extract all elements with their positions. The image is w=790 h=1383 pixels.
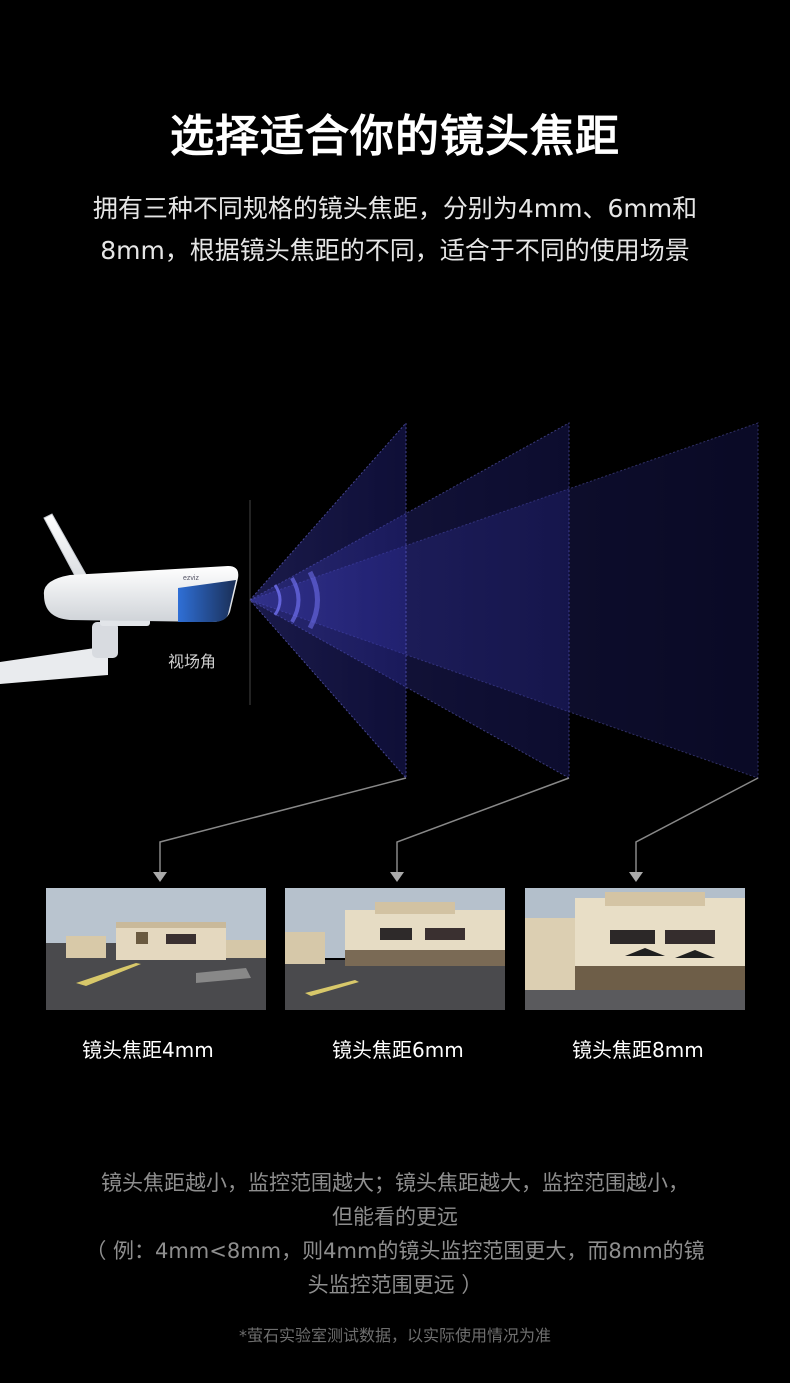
fov-diagram: ezviz <box>0 421 759 882</box>
explanation-note: 镜头焦距越小，监控范围越大；镜头焦距越大，监控范围越小， 但能看的更远 （ 例：… <box>50 1166 740 1302</box>
camera-mount-arm <box>0 648 108 684</box>
subtitle-line-2: 8mm，根据镜头焦距的不同，适合于不同的使用场景 <box>100 236 690 265</box>
page-title: 选择适合你的镜头焦距 <box>170 111 620 162</box>
subtitle: 拥有三种不同规格的镜头焦距，分别为4mm、6mm和 8mm，根据镜头焦距的不同，… <box>60 188 730 272</box>
arrow-down-icon <box>390 872 404 882</box>
note-line: 但能看的更远 <box>332 1205 458 1229</box>
fov-arc <box>307 570 320 630</box>
camera-brand-logo: ezviz <box>183 575 199 582</box>
lens-caption-4mm: 镜头焦距4mm <box>82 1038 214 1062</box>
connector-6mm <box>396 777 570 872</box>
lens-caption-8mm: 镜头焦距8mm <box>572 1038 704 1062</box>
note-line: （ 例：4mm<8mm，则4mm的镜头监控范围更大，而8mm的镜 <box>85 1239 705 1263</box>
fov-beam-4mm <box>249 421 407 780</box>
connector-8mm <box>635 777 759 872</box>
subtitle-line-1: 拥有三种不同规格的镜头焦距，分别为4mm、6mm和 <box>92 194 698 223</box>
camera-mount-joint <box>92 622 118 658</box>
photo-4mm <box>46 888 266 1010</box>
fov-beam-6mm <box>248 422 570 779</box>
camera-lens-band <box>178 580 236 622</box>
photo-6mm <box>285 888 505 1010</box>
fov-arc <box>273 584 282 616</box>
fov-arc <box>290 576 301 624</box>
arrow-down-icon <box>153 872 167 882</box>
note-line: 镜头焦距越小，监控范围越大；镜头焦距越大，监控范围越小， <box>101 1171 689 1195</box>
fov-label: 视场角 <box>168 652 217 671</box>
connector-4mm <box>159 777 407 872</box>
footnote: *萤石实验室测试数据，以实际使用情况为准 <box>238 1326 551 1345</box>
note-line: 头监控范围更远 ） <box>307 1273 483 1297</box>
arrow-down-icon <box>629 872 643 882</box>
lens-caption-6mm: 镜头焦距6mm <box>332 1038 464 1062</box>
photo-8mm <box>525 888 745 1010</box>
